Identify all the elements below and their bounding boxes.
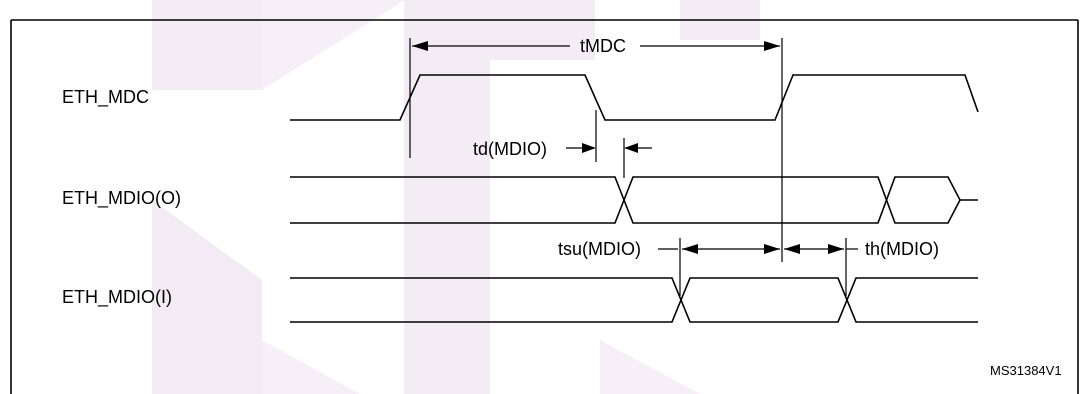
th-label: th(MDIO) (865, 239, 939, 259)
tmdc-label: tMDC (580, 36, 626, 56)
tsu-arrow-right (764, 244, 780, 254)
mdio-in-waveform-low (290, 277, 978, 323)
mdc-waveform (290, 74, 979, 121)
watermark (152, 0, 760, 394)
th-arrow-right (828, 244, 844, 254)
watermark-shape (262, 340, 360, 394)
tsu-label: tsu(MDIO) (558, 239, 641, 259)
watermark-shape (262, 0, 405, 90)
signal-label-mdc: ETH_MDC (62, 87, 149, 108)
mdio-out-waveform-high (290, 176, 978, 224)
td-arrow-right (624, 143, 638, 153)
signal-label-mdio-in: ETH_MDIO(I) (62, 287, 172, 308)
watermark-shape (404, 0, 490, 394)
watermark-shape (152, 200, 262, 394)
td-arrow-left (582, 143, 596, 153)
td-label: td(MDIO) (473, 139, 547, 159)
watermark-shape (490, 0, 595, 60)
tmdc-arrow-left (412, 41, 428, 51)
th-arrow-left (784, 244, 800, 254)
mdio-out-waveform-low (290, 176, 961, 224)
tsu-arrow-left (682, 244, 698, 254)
mdio-in-waveform-high (290, 277, 978, 323)
figure-id: MS31384V1 (990, 363, 1062, 378)
tmdc-arrow-right (764, 41, 780, 51)
watermark-shape (152, 0, 262, 90)
watermark-shape (600, 340, 700, 394)
signal-label-mdio-out: ETH_MDIO(O) (62, 188, 181, 209)
